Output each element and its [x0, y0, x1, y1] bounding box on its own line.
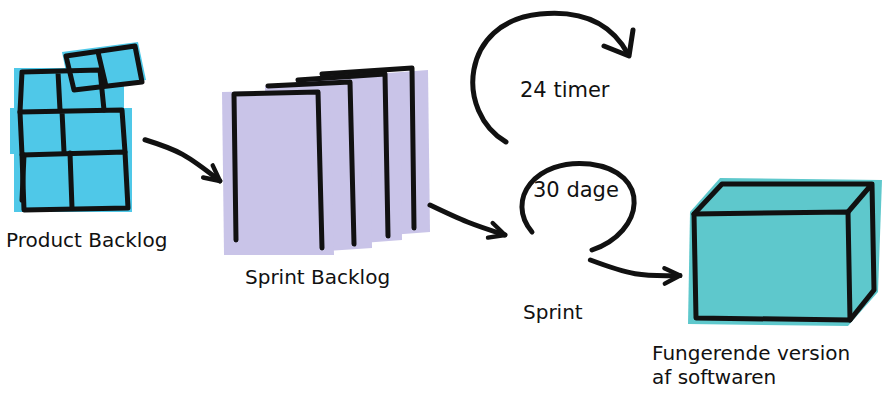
- sprint-backlog-pages: [222, 68, 430, 255]
- flow-arrow: [590, 260, 680, 276]
- daily-loop-head: [604, 30, 633, 56]
- block-fill: [14, 150, 132, 212]
- node-label: Sprint: [523, 300, 633, 324]
- block-outline: [22, 153, 72, 208]
- software-box: [688, 178, 882, 326]
- iteration-loops: [473, 13, 634, 250]
- box-fill: [688, 178, 882, 326]
- sprint-loop: [522, 163, 634, 250]
- loop-label: 30 dage: [533, 178, 619, 202]
- sprint-backlog: Sprint Backlog: [220, 70, 430, 255]
- box-outline: [694, 184, 874, 320]
- daily-loop: [473, 13, 628, 142]
- flow-arrow: [430, 205, 505, 235]
- block-outline: [66, 46, 142, 90]
- page-fill: [222, 90, 334, 255]
- loop-label: 24 timer: [520, 78, 609, 102]
- page-outline: [234, 92, 322, 248]
- product-backlog: Product Backlog: [10, 40, 145, 215]
- page-outline: [268, 82, 354, 244]
- node-label: Sprint Backlog: [245, 265, 445, 289]
- node-label: Product Backlog: [6, 228, 216, 252]
- software-version: Fungerende version af softwaren: [680, 175, 880, 325]
- box-outline: [694, 212, 850, 320]
- block-outline: [20, 70, 104, 112]
- block-outline: [22, 152, 128, 210]
- page-outline: [298, 74, 388, 236]
- page-outline: [322, 68, 414, 228]
- flow-arrow: [145, 140, 220, 181]
- sprint-loop: Sprint: [505, 160, 645, 260]
- block-fill: [10, 108, 132, 154]
- block-fill: [62, 42, 146, 92]
- block-outline: [20, 110, 125, 155]
- node-label: Fungerende version af softwaren: [652, 341, 867, 389]
- product-backlog-stack: [10, 42, 146, 212]
